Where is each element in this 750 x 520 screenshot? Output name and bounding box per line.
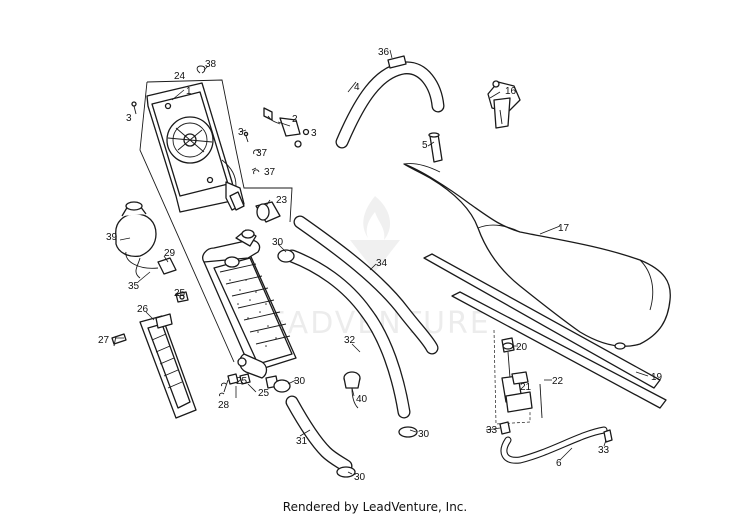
hose-32 bbox=[285, 249, 411, 419]
callout-25: 25 bbox=[258, 388, 270, 399]
callout-37: 37 bbox=[256, 148, 268, 159]
fuel-valve bbox=[493, 329, 543, 425]
radiator bbox=[202, 229, 297, 389]
callout-27: 27 bbox=[98, 335, 110, 346]
thermal-switch-connector bbox=[263, 107, 310, 148]
callout-17: 17 bbox=[558, 223, 570, 234]
callout-30: 30 bbox=[294, 376, 306, 387]
upper-radiator-hose-36 bbox=[335, 61, 445, 149]
callout-4: 4 bbox=[354, 82, 360, 93]
callout-33: 33 bbox=[598, 445, 610, 456]
callout-22: 22 bbox=[552, 376, 564, 387]
fuel-line-6 bbox=[500, 426, 608, 464]
callout-36: 36 bbox=[378, 47, 390, 58]
hose-31 bbox=[285, 395, 353, 473]
callout-35: 35 bbox=[128, 281, 140, 292]
fan-fasteners bbox=[131, 65, 260, 175]
callout-5: 5 bbox=[422, 140, 428, 151]
callout-30: 30 bbox=[418, 429, 430, 440]
callout-1: 1 bbox=[186, 86, 192, 97]
radiator-shroud bbox=[139, 313, 197, 419]
bolt-5 bbox=[428, 132, 443, 163]
fuel-tank bbox=[403, 163, 671, 350]
expansion-tank bbox=[115, 201, 177, 279]
watermark-v-icon bbox=[350, 240, 400, 272]
tank-trim-strips bbox=[423, 253, 667, 409]
callout-19: 19 bbox=[651, 372, 663, 383]
callout-25: 25 bbox=[174, 288, 186, 299]
temperature-sensor bbox=[229, 191, 281, 223]
callout-37: 37 bbox=[264, 167, 276, 178]
screws-33 bbox=[499, 421, 613, 443]
fuel-cap bbox=[487, 80, 521, 129]
callout-26: 26 bbox=[137, 304, 149, 315]
callout-29: 29 bbox=[164, 248, 176, 259]
callout-3: 3 bbox=[311, 128, 317, 139]
callout-34: 34 bbox=[376, 258, 388, 269]
fan-group-outline bbox=[139, 79, 293, 363]
callout-6: 6 bbox=[556, 458, 562, 469]
footer-credit: Rendered by LeadVenture, Inc. bbox=[282, 500, 468, 514]
callout-labels: 1 2 3 3 3 4 5 6 16 17 19 20 21 22 23 24 … bbox=[98, 47, 663, 483]
callout-38: 38 bbox=[205, 59, 217, 70]
callout-32: 32 bbox=[344, 335, 356, 346]
callout-3: 3 bbox=[238, 127, 244, 138]
callout-16: 16 bbox=[505, 86, 517, 97]
cooling-fan-assembly bbox=[146, 82, 245, 213]
leader-lines bbox=[116, 49, 649, 475]
callout-25: 25 bbox=[236, 376, 248, 387]
callout-21: 21 bbox=[520, 382, 532, 393]
callout-33: 33 bbox=[486, 425, 498, 436]
callout-40: 40 bbox=[356, 394, 368, 405]
callout-31: 31 bbox=[296, 436, 308, 447]
callout-28: 28 bbox=[218, 400, 230, 411]
callout-30: 30 bbox=[354, 472, 366, 483]
watermark-flame-icon bbox=[363, 196, 391, 240]
hose-34 bbox=[293, 215, 439, 355]
callout-2: 2 bbox=[292, 114, 298, 125]
callout-3: 3 bbox=[126, 113, 132, 124]
callout-30: 30 bbox=[272, 237, 284, 248]
hose-clamps bbox=[273, 55, 418, 478]
callout-24: 24 bbox=[174, 71, 186, 82]
sensor-40 bbox=[343, 371, 361, 409]
callout-39: 39 bbox=[106, 232, 118, 243]
callout-20: 20 bbox=[516, 342, 528, 353]
shroud-fasteners bbox=[111, 291, 251, 397]
callout-23: 23 bbox=[276, 195, 288, 206]
